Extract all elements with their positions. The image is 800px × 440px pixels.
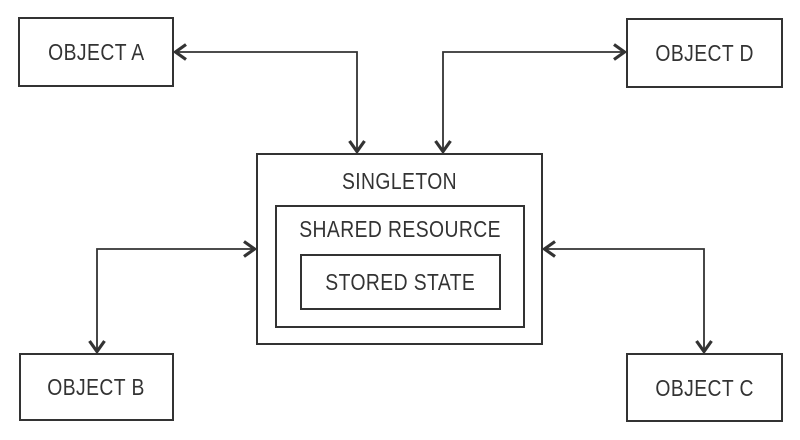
edge-object-b-singleton bbox=[88, 240, 258, 355]
node-singleton-label: SINGLETON bbox=[341, 168, 458, 194]
node-object-a-label: OBJECT A bbox=[47, 39, 145, 65]
node-object-d-label: OBJECT D bbox=[655, 40, 754, 66]
node-singleton: SINGLETON SHARED RESOURCE STORED STATE bbox=[256, 153, 543, 345]
node-shared-resource-label: SHARED RESOURCE bbox=[299, 216, 501, 242]
node-object-d: OBJECT D bbox=[626, 18, 783, 88]
node-object-b-label: OBJECT B bbox=[47, 374, 146, 400]
node-singleton-title: SINGLETON bbox=[258, 169, 541, 194]
node-stored-state: STORED STATE bbox=[300, 254, 501, 310]
node-shared-resource-title: SHARED RESOURCE bbox=[277, 217, 523, 242]
node-shared-resource: SHARED RESOURCE STORED STATE bbox=[275, 205, 525, 328]
edge-object-a-singleton bbox=[172, 43, 366, 155]
node-object-b: OBJECT B bbox=[19, 353, 174, 421]
node-object-a: OBJECT A bbox=[18, 17, 174, 87]
edge-object-d-singleton bbox=[434, 43, 628, 155]
node-object-c: OBJECT C bbox=[626, 353, 783, 422]
node-stored-state-label: STORED STATE bbox=[325, 269, 476, 295]
edge-object-c-singleton bbox=[541, 240, 713, 355]
node-object-c-label: OBJECT C bbox=[655, 374, 754, 401]
